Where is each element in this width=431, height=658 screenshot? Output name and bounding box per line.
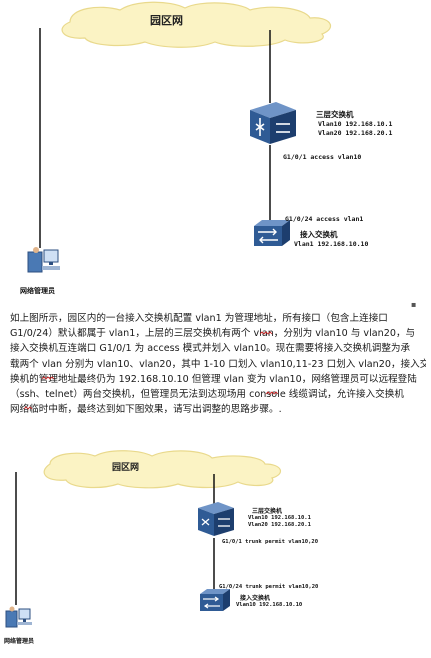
paragraph-line-2: G1/0/24）默认都属于 vlan1，上层的三层交换机有两个 vlan，分别为… (10, 328, 416, 340)
top-access-port-label: G1/0/24 access vlan1 (285, 215, 364, 223)
top-cloud-label: 园区网 (150, 14, 183, 27)
question-paragraph: 如上图所示，园区内的一台接入交换机配置 vlan1 为管理地址，所有接口（包含上… (10, 311, 426, 417)
paragraph-line-6: （ssh、telnet）两台交换机，但管理员无法到达现场用 console 线缆… (10, 389, 404, 401)
paragraph-line-1: 如上图所示，园区内的一台接入交换机配置 vlan1 为管理地址，所有接口（包含上… (10, 313, 388, 324)
paragraph-line-7: 网络临时中断，最终达到如下图效果，请写出调整的思路步骤。. (10, 404, 282, 416)
top-network-diagram (27, 1, 332, 273)
bottom-link-label: G1/0/1 trunk permit vlan10,20 (222, 539, 319, 545)
top-access-switch-icon (254, 220, 290, 246)
bottom-access-port-label: G1/0/24 trunk permit vlan10,20 (219, 584, 319, 590)
top-l3-vlan10: Vlan10 192.168.10.1 (318, 120, 393, 128)
top-pc-label: 网络管理员 (20, 287, 55, 295)
top-access-switch-name: 接入交换机 (300, 230, 338, 239)
spellcheck-underlines (23, 331, 279, 410)
paragraph-line-5: 换机的管理地址最终仍为 192.168.10.10 但管理 vlan 变为 vl… (10, 373, 417, 385)
top-cloud-shape (61, 1, 332, 48)
top-l3-switch-name: 三层交换机 (316, 110, 354, 119)
top-l3-vlan20: Vlan20 192.168.20.1 (318, 129, 393, 137)
bottom-l3-vlan10: Vlan10 192.168.10.1 (248, 515, 311, 521)
separator-mark: ▪ (411, 300, 417, 309)
squiggle-ssh (23, 406, 33, 410)
bottom-cloud-shape (43, 450, 282, 489)
bottom-network-diagram (5, 450, 282, 628)
bottom-l3-switch-name: 三层交换机 (252, 508, 283, 515)
top-link-label: G1/0/1 access vlan10 (283, 153, 362, 161)
top-l3-switch-icon (250, 102, 296, 144)
bottom-admin-pc-icon (5, 606, 32, 628)
bottom-l3-switch-icon (198, 502, 234, 536)
bottom-access-mgmt: Vlan10 192.168.10.10 (236, 602, 303, 608)
squiggle-vlan-3 (265, 391, 279, 395)
bottom-access-switch-name: 接入交换机 (240, 595, 271, 602)
paragraph-line-4: 载两个 vlan 分别为 vlan10、vlan20，其中 1-10 口划入 v… (10, 358, 426, 370)
bottom-cloud-label: 园区网 (112, 463, 140, 473)
bottom-access-switch-icon (200, 589, 230, 611)
bottom-pc-label: 网络管理员 (4, 638, 35, 645)
top-access-mgmt: Vlan1 192.168.10.10 (294, 240, 369, 248)
top-admin-pc-icon (27, 247, 60, 273)
squiggle-vlan-1 (259, 331, 273, 335)
squiggle-vlan-2 (41, 376, 55, 380)
bottom-l3-vlan20: Vlan20 192.168.20.1 (248, 522, 311, 528)
paragraph-line-3: 接入交换机互连端口 G1/0/1 为 access 模式并划入 vlan10。现… (10, 343, 411, 355)
